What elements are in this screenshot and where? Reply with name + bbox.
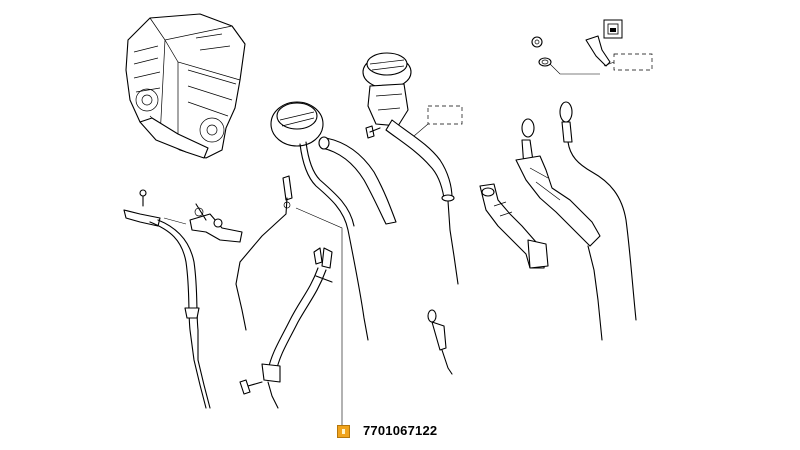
reference-marker-icon[interactable] bbox=[337, 425, 350, 438]
oil-dipstick-short[interactable] bbox=[427, 309, 453, 375]
part-reference-number[interactable]: 7701067122 bbox=[363, 423, 438, 438]
callout-leader bbox=[295, 207, 343, 425]
dipstick-guide-tube-right[interactable] bbox=[479, 183, 549, 269]
oil-filler-hose[interactable] bbox=[318, 136, 397, 225]
seal-and-washer-set[interactable] bbox=[531, 35, 653, 75]
dipstick-guide-tube-left[interactable] bbox=[123, 189, 243, 409]
oil-dipstick-with-guide[interactable] bbox=[515, 118, 603, 341]
dipstick-guide-tube-center[interactable] bbox=[239, 247, 333, 409]
oil-dipstick-left[interactable] bbox=[235, 175, 293, 331]
oil-filler-tube-with-cap[interactable] bbox=[362, 52, 463, 285]
engine-block[interactable] bbox=[125, 13, 246, 159]
oil-filler-cap-left[interactable] bbox=[270, 101, 369, 341]
oil-dipstick-right[interactable] bbox=[559, 101, 637, 321]
document-icon bbox=[603, 19, 623, 39]
